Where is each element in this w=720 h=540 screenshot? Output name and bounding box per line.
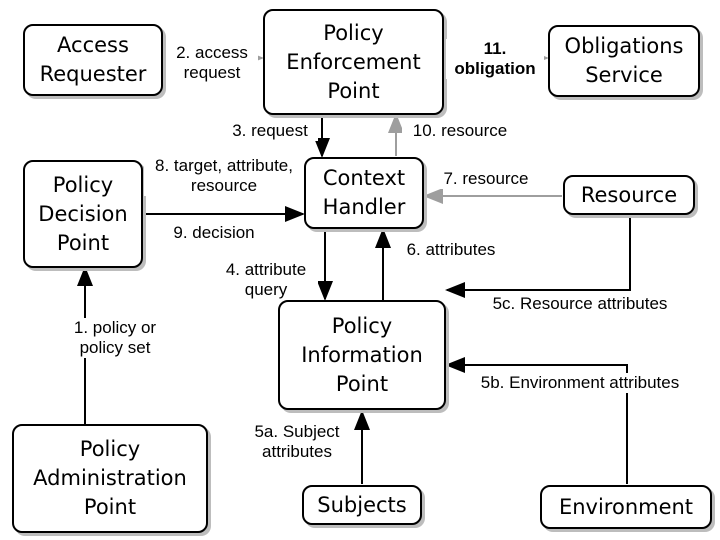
pdp-box: Policy Decision Point xyxy=(23,160,143,268)
obligations-service-box: Obligations Service xyxy=(548,25,700,97)
subjects-box: Subjects xyxy=(302,485,422,525)
context-handler-box: Context Handler xyxy=(304,157,424,229)
resource-box: Resource xyxy=(563,175,695,215)
pip-box: Policy Information Point xyxy=(278,300,446,410)
label-subject-attributes: 5a. Subject attributes xyxy=(240,422,354,462)
edge-resource-attributes xyxy=(445,212,631,298)
pep-box: Policy Enforcement Point xyxy=(263,9,444,115)
pap-box: Policy Administration Point xyxy=(12,424,208,533)
label-resource-10: 10. resource xyxy=(402,121,518,141)
label-decision: 9. decision xyxy=(162,223,266,243)
label-resource-7: 7. resource xyxy=(433,169,539,189)
label-attribute-query: 4. attribute query xyxy=(214,260,318,300)
label-resource-attributes: 5c. Resource attributes xyxy=(474,294,686,314)
label-policy-set: 1. policy or policy set xyxy=(62,318,168,358)
label-request: 3. request xyxy=(222,121,318,141)
label-access-request: 2. access request xyxy=(166,43,258,83)
environment-box: Environment xyxy=(540,485,712,529)
label-target: 8. target, attribute, resource xyxy=(144,156,304,196)
label-attributes-6: 6. attributes xyxy=(396,240,506,260)
edge-environment-attributes xyxy=(445,357,628,484)
label-obligation: 11. obligation xyxy=(446,39,544,79)
access-requester-box: Access Requester xyxy=(23,24,163,96)
label-environment-attributes: 5b. Environment attributes xyxy=(460,373,700,393)
